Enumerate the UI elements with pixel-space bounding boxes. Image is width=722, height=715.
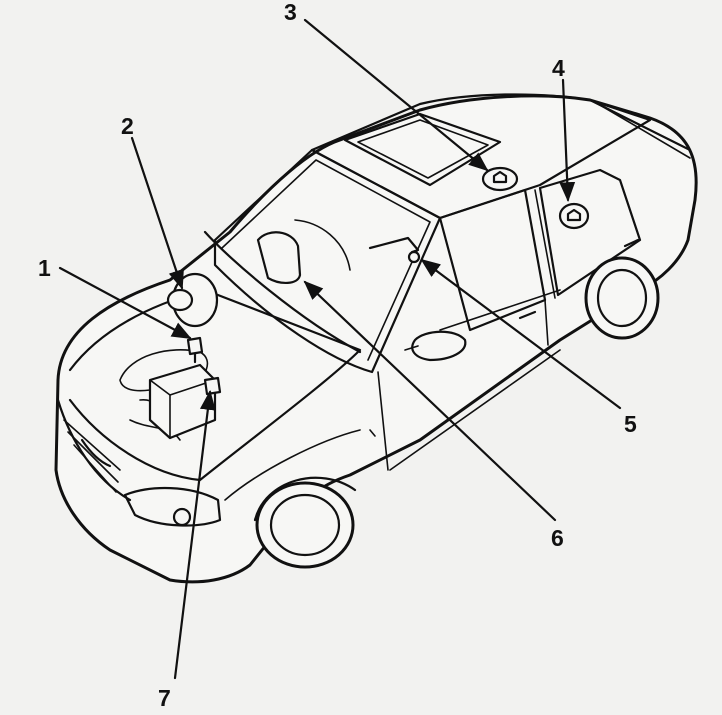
leader-line-6 xyxy=(303,280,557,522)
leader-line-7 xyxy=(173,390,216,680)
car-body xyxy=(54,93,698,584)
leader-lines xyxy=(58,18,622,680)
callout-1: 1 xyxy=(38,255,51,281)
callout-labels: 1 2 3 4 5 6 7 xyxy=(38,0,637,711)
callout-4: 4 xyxy=(552,55,565,81)
leader-line-4 xyxy=(559,78,576,202)
leader-line-5 xyxy=(420,258,622,410)
interior xyxy=(256,166,590,284)
callout-7: 7 xyxy=(158,685,171,711)
leader-line-1 xyxy=(58,266,192,340)
callout-5: 5 xyxy=(624,411,637,437)
callout-6: 6 xyxy=(551,525,564,551)
callout-2: 2 xyxy=(121,113,134,139)
callout-3: 3 xyxy=(284,0,297,25)
leader-line-2 xyxy=(130,136,184,290)
leader-line-3 xyxy=(303,18,489,172)
engine-bay xyxy=(119,272,222,441)
